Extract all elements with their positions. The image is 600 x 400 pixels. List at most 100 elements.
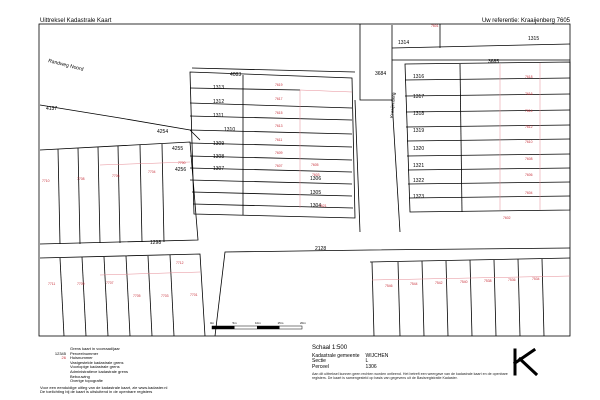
house-number: 7546	[385, 284, 393, 288]
house-number: 7601	[431, 24, 439, 28]
parcel-number[interactable]: 1314	[398, 40, 409, 46]
parcel-number[interactable]: 1315	[528, 36, 539, 42]
house-number: 7540	[460, 280, 468, 284]
parcel-number[interactable]: 1321	[413, 163, 424, 169]
house-number: 7605	[311, 163, 319, 167]
house-number: 7709	[77, 282, 85, 286]
house-number: 7704	[148, 170, 156, 174]
parcel-number[interactable]: 1304	[310, 203, 321, 209]
parcel-number[interactable]: 4255	[172, 146, 183, 152]
house-number: 7616	[525, 92, 533, 96]
parcel-number[interactable]: 1323	[413, 194, 424, 200]
parcel-number[interactable]: 1319	[413, 128, 424, 134]
scale-bar: 0m 5m 10m 15m 20m	[210, 321, 306, 330]
parcel-number[interactable]: 3685	[488, 59, 499, 65]
scale-tick-label: 5m	[233, 321, 238, 325]
legend-row: Bebouwing	[70, 373, 90, 379]
house-number: 7610	[525, 140, 533, 144]
house-number: 7603	[312, 173, 320, 177]
disclaimer-text: Aan dit uittreksel kunnen geen rechten w…	[312, 372, 508, 380]
scale-tick-label: 0m	[210, 321, 215, 325]
house-number: 7542	[435, 281, 443, 285]
parcel-number[interactable]: 1298	[150, 240, 161, 246]
house-number: 7621	[319, 204, 327, 208]
house-numbers: 7601 7619 7617 7615 7613 7611 7609 7607 7605 7603…	[42, 24, 540, 298]
house-number: 7611	[275, 138, 282, 142]
parcel-number[interactable]: 4254	[157, 129, 168, 135]
map-scale: Schaal 1:500	[312, 345, 348, 351]
legend-row: Voorlopige kadastrale grens	[70, 364, 120, 370]
legend-footer-1: Voor een eenduidige uitleg van de kadast…	[40, 384, 168, 390]
reference-label: Uw referentie: Kraaijenberg 7605	[481, 18, 570, 24]
house-number: 7619	[275, 83, 283, 87]
parcel-number[interactable]: 4137	[46, 106, 57, 112]
house-number: 7708	[77, 177, 85, 181]
house-number: 7614	[525, 109, 533, 113]
kadaster-logo	[512, 348, 539, 376]
parcel-number[interactable]: 4083	[230, 72, 241, 78]
parcel-number[interactable]: 1313	[213, 85, 224, 91]
house-number: 7710	[42, 179, 50, 183]
house-number: 7706	[112, 174, 120, 178]
scale-tick-label: 20m	[300, 321, 306, 325]
house-number: 7711	[48, 282, 55, 286]
parcel-number[interactable]: 2128	[315, 246, 326, 252]
house-number: 7544	[410, 282, 418, 286]
house-number: 7618	[525, 75, 533, 79]
house-number: 7538	[484, 279, 492, 283]
legend-row: Vastgestelde kadastrale grens	[70, 359, 124, 365]
house-number: 7701	[190, 293, 198, 297]
legend-row: Grens kaart in voorraad/jaar	[70, 346, 120, 351]
parcel-number[interactable]: 1307	[213, 166, 224, 172]
street-name-north: Randweg Noord	[48, 58, 85, 73]
house-number: 7536	[508, 278, 516, 282]
parcel-number[interactable]: 1309	[213, 141, 224, 147]
parcel-number[interactable]: 1316	[413, 74, 424, 80]
parcel-number[interactable]: 1310	[224, 127, 235, 133]
house-number: 7615	[275, 111, 283, 115]
legend-footer-2: De toelichting bij de kaart is uitsluite…	[40, 389, 153, 395]
scale-tick-label: 10m	[255, 321, 261, 325]
parcel-number[interactable]: 3684	[375, 71, 386, 77]
house-number: 7609	[275, 151, 283, 155]
house-number: 7534	[532, 277, 540, 281]
house-number: 7613	[275, 124, 283, 128]
parcel-number[interactable]: 1322	[413, 178, 424, 184]
parcel-number[interactable]: 1320	[413, 146, 424, 152]
house-number: 7607	[275, 164, 283, 168]
parcel-boundaries	[39, 24, 571, 337]
house-number: 7707	[106, 281, 114, 285]
house-number: 7712	[176, 261, 184, 265]
house-number: 7612	[525, 125, 533, 129]
parcel-number[interactable]: 1318	[413, 111, 424, 117]
house-number: 7606	[525, 173, 533, 177]
house-number: 7602	[503, 216, 511, 220]
legend-row: Overige topografie	[70, 378, 103, 384]
parcel-number[interactable]: 1305	[310, 190, 321, 196]
house-number: 7604	[525, 191, 533, 195]
house-boundaries	[99, 63, 571, 281]
house-number: 7705	[133, 294, 141, 298]
house-number: 7700	[178, 161, 186, 165]
house-number: 7617	[275, 97, 283, 101]
legend-row: Administratieve kadastrale grens	[70, 368, 129, 374]
house-number: 7703	[161, 294, 169, 298]
scale-tick-label: 15m	[278, 321, 284, 325]
parcel-numbers: 1314 1315 3685 3684 4083 1313 1312 1311 1310 4254…	[46, 36, 539, 252]
parcel-number[interactable]: 1311	[213, 113, 224, 119]
parcel-number[interactable]: 1317	[413, 94, 424, 100]
parcel-number[interactable]: 4256	[175, 167, 186, 173]
street-name-vertical: Kraaijenberg	[389, 92, 396, 118]
parcel-number[interactable]: 1306	[310, 176, 321, 182]
parcel-number[interactable]: 1308	[213, 154, 224, 160]
parcel-number[interactable]: 1312	[213, 99, 224, 105]
